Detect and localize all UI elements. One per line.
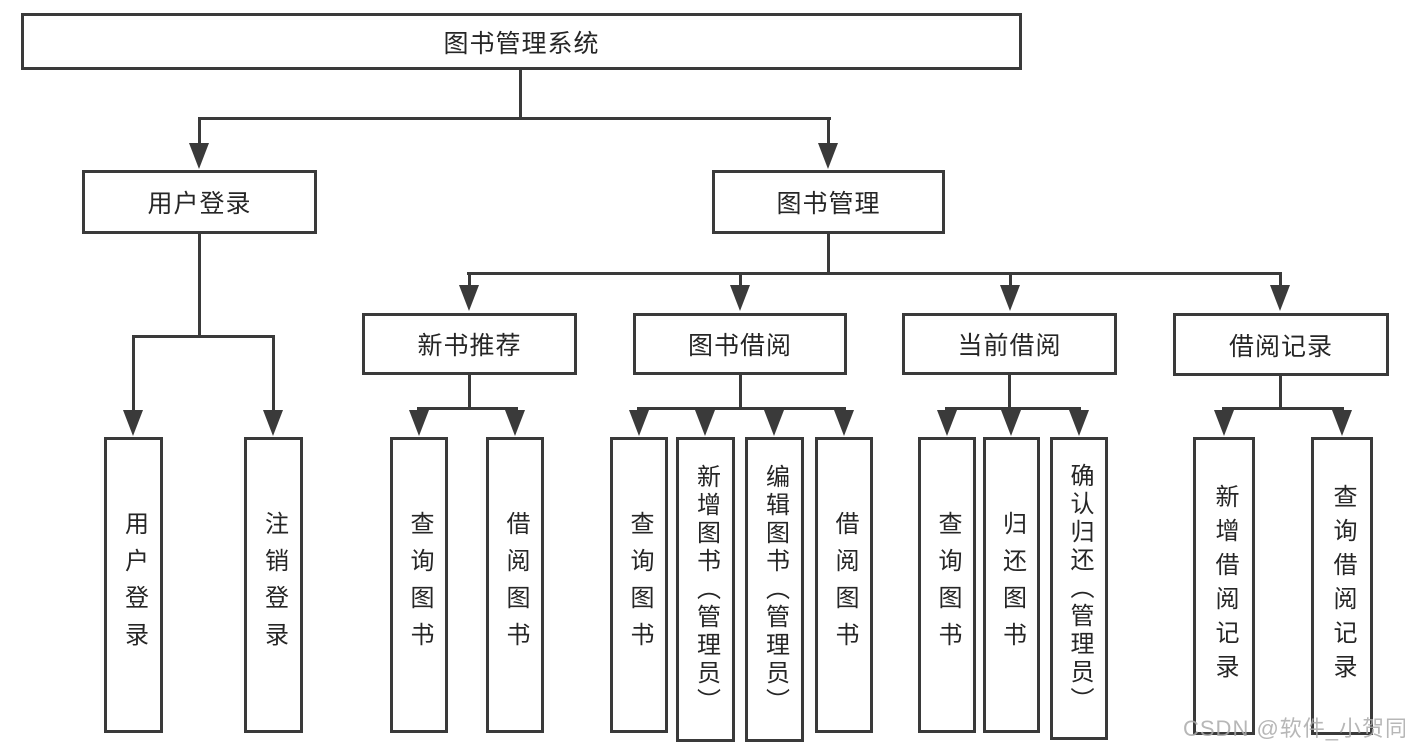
leaf-borrow-books-recommend: 借阅图书 [486, 437, 544, 733]
leaf-borrow-books-recommend-label: 借阅图书 [502, 511, 529, 659]
connector-line [519, 70, 522, 118]
arrowhead-down-icon [459, 285, 479, 311]
connector-arrow-shaft [827, 117, 830, 149]
arrowhead-down-icon [695, 410, 715, 436]
arrowhead-down-icon [1000, 285, 1020, 311]
leaf-query-books-recommend-label: 查询图书 [406, 511, 433, 659]
arrowhead-down-icon [629, 410, 649, 436]
connector-line [198, 234, 201, 335]
node-library-management-system: 图书管理系统 [21, 13, 1022, 70]
node-book-management-label: 图书管理 [776, 190, 881, 218]
leaf-user-login: 用户登录 [104, 437, 163, 733]
connector-line [739, 375, 742, 407]
connector-line [637, 407, 846, 410]
arrowhead-down-icon [937, 410, 957, 436]
arrowhead-down-icon [1332, 410, 1352, 436]
leaf-query-books-borrowing-label: 查询图书 [626, 511, 653, 659]
leaf-logout-label: 注销登录 [260, 511, 288, 659]
connector-line [945, 407, 1081, 410]
arrowhead-down-icon [834, 410, 854, 436]
arrowhead-down-icon [818, 143, 838, 169]
node-current-borrowing-label: 当前借阅 [957, 332, 1062, 360]
connector-line [417, 407, 518, 410]
leaf-borrow-books-borrowing: 借阅图书 [815, 437, 873, 733]
leaf-query-books-recommend: 查询图书 [390, 437, 448, 733]
connector-arrow-shaft [468, 272, 471, 291]
leaf-confirm-return-admin-label: 确认归还（管理员） [1066, 462, 1093, 715]
connector-line [1222, 407, 1344, 410]
connector-line [132, 335, 275, 338]
connector-line [198, 117, 831, 120]
connector-arrow-shaft [1009, 272, 1012, 291]
leaf-add-books-admin: 新增图书（管理员） [676, 437, 735, 742]
arrowhead-down-icon [1001, 410, 1021, 436]
arrowhead-down-icon [409, 410, 429, 436]
connector-arrow-shaft [1279, 272, 1282, 291]
leaf-user-login-label: 用户登录 [120, 511, 148, 659]
arrowhead-down-icon [1270, 285, 1290, 311]
leaf-edit-books-admin-label: 编辑图书（管理员） [761, 463, 789, 716]
leaf-borrow-books-borrowing-label: 借阅图书 [831, 511, 858, 659]
node-book-borrowing: 图书借阅 [633, 313, 847, 375]
connector-arrow-shaft [739, 272, 742, 291]
node-library-management-system-label: 图书管理系统 [443, 29, 600, 58]
arrowhead-down-icon [263, 410, 283, 436]
connector-line [467, 272, 1282, 275]
leaf-logout: 注销登录 [244, 437, 303, 733]
connector-line [827, 234, 830, 272]
node-new-book-recommendation: 新书推荐 [362, 313, 577, 375]
node-book-borrowing-label: 图书借阅 [687, 332, 792, 360]
node-user-login: 用户登录 [82, 170, 317, 234]
node-current-borrowing: 当前借阅 [902, 313, 1117, 375]
arrowhead-down-icon [505, 410, 525, 436]
connector-arrow-shaft [132, 335, 135, 416]
arrowhead-down-icon [189, 143, 209, 169]
leaf-add-books-admin-label: 新增图书（管理员） [692, 463, 720, 716]
node-borrowing-records: 借阅记录 [1173, 313, 1389, 376]
leaf-query-books-borrowing: 查询图书 [610, 437, 668, 733]
leaf-edit-books-admin: 编辑图书（管理员） [745, 437, 804, 742]
leaf-add-borrow-record: 新增借阅记录 [1193, 437, 1255, 735]
node-new-book-recommendation-label: 新书推荐 [417, 332, 522, 360]
node-user-login-label: 用户登录 [147, 190, 252, 218]
connector-arrow-shaft [198, 117, 201, 149]
connector-arrow-shaft [272, 335, 275, 416]
leaf-confirm-return-admin: 确认归还（管理员） [1050, 437, 1108, 740]
leaf-return-books-label: 归还图书 [998, 511, 1026, 659]
connector-line [1008, 375, 1011, 407]
arrowhead-down-icon [764, 410, 784, 436]
leaf-return-books: 归还图书 [983, 437, 1040, 733]
leaf-query-borrow-record: 查询借阅记录 [1311, 437, 1373, 735]
leaf-query-books-current: 查询图书 [918, 437, 976, 733]
csdn-watermark: CSDN @软件_小贺同学 [1183, 716, 1405, 741]
node-book-management: 图书管理 [712, 170, 945, 234]
arrowhead-down-icon [123, 410, 143, 436]
node-borrowing-records-label: 借阅记录 [1228, 332, 1333, 361]
arrowhead-down-icon [1069, 410, 1089, 436]
arrowhead-down-icon [1214, 410, 1234, 436]
leaf-add-borrow-record-label: 新增借阅记录 [1211, 484, 1238, 688]
connector-line [1279, 376, 1282, 407]
leaf-query-borrow-record-label: 查询借阅记录 [1329, 484, 1356, 688]
leaf-query-books-current-label: 查询图书 [934, 511, 961, 659]
connector-line [468, 375, 471, 407]
arrowhead-down-icon [730, 285, 750, 311]
